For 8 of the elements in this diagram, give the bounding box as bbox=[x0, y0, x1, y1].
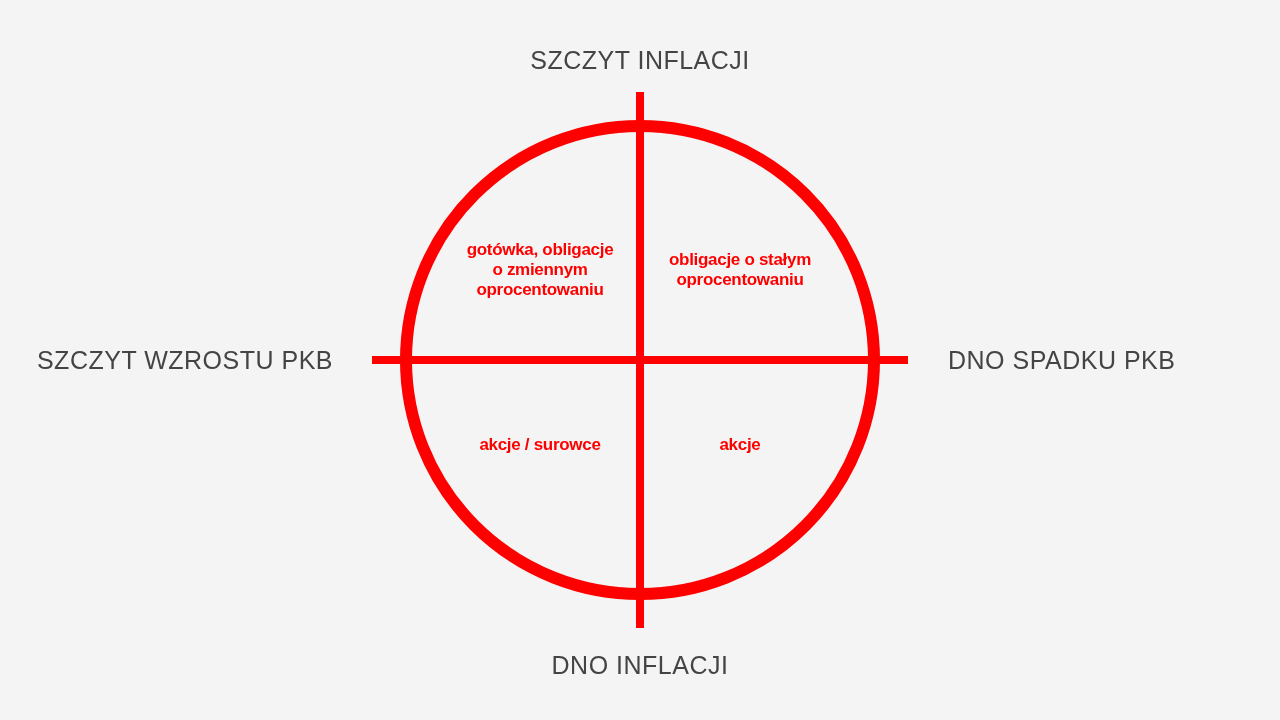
axis-label: SZCZYT INFLACJI bbox=[530, 45, 750, 75]
axis-label: DNO SPADKU PKB bbox=[948, 345, 1176, 375]
quadrant-label: akcje bbox=[718, 435, 762, 455]
quadrant-label: gotówka, obligacje o zmiennym oprocentowaniu bbox=[465, 240, 615, 300]
axis-label: DNO INFLACJI bbox=[551, 650, 729, 680]
axis-label: SZCZYT WZROSTU PKB bbox=[36, 345, 333, 375]
quadrant-label: akcje / surowce bbox=[478, 435, 602, 455]
quadrant-label: obligacje o stałym oprocentowaniu bbox=[668, 250, 812, 290]
